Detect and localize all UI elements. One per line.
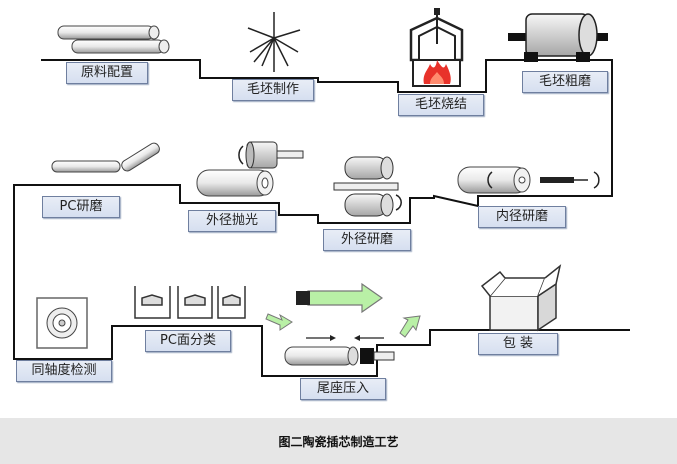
coaxiality-gauge-icon: [36, 297, 88, 349]
flow-line: [13, 59, 630, 377]
process-flow-canvas: [13, 8, 630, 377]
step-blank-rough-grinding: 毛坯粗磨: [522, 71, 608, 93]
step-raw-material: 原料配置: [66, 62, 148, 84]
step-coaxiality-test: 同轴度检测: [16, 360, 112, 382]
inner-grinding-wire-icon: [457, 166, 600, 194]
step-outer-polishing: 外径抛光: [188, 210, 276, 232]
package-box-icon: [480, 264, 562, 332]
step-pc-face-sorting: PC面分类: [145, 330, 231, 352]
step-blank-sintering: 毛坯烧结: [398, 94, 484, 116]
raw-material-rods-icon: [57, 25, 170, 54]
sorting-trays-icon: [134, 286, 246, 319]
step-outer-grinding: 外径研磨: [323, 229, 411, 251]
green-flow-arrows-icon: [265, 282, 421, 338]
figure-caption: 图二陶瓷插芯制造工艺: [278, 434, 399, 449]
blank-forming-nozzle-icon: [247, 12, 301, 72]
caption-band: 图二陶瓷插芯制造工艺: [0, 418, 677, 464]
outer-polishing-roller-icon: [196, 141, 304, 197]
tail-press-assembly-icon: [284, 335, 395, 366]
sintering-furnace-icon: [409, 8, 464, 87]
step-pc-grinding: PC研磨: [42, 196, 120, 218]
step-tail-press-in: 尾座压入: [300, 378, 386, 400]
outer-grinding-rollers-icon: [333, 156, 402, 217]
step-blank-making: 毛坯制作: [232, 79, 314, 101]
pc-grinding-rods-icon: [51, 142, 160, 173]
rough-grinding-drum-icon: [508, 13, 608, 62]
step-inner-grinding: 内径研磨: [478, 206, 566, 228]
step-packaging: 包 装: [478, 333, 558, 355]
